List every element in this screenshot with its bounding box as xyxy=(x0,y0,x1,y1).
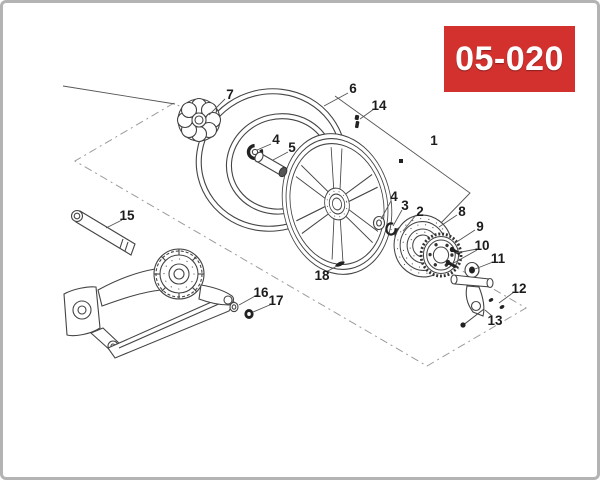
callout-label-4: 4 xyxy=(272,132,280,147)
final-drive-hub xyxy=(153,248,205,300)
balance-weight-part xyxy=(335,261,345,267)
callout-label-11: 11 xyxy=(491,251,506,266)
caliper-bracket-part xyxy=(450,274,494,317)
callout-label-18: 18 xyxy=(314,268,330,283)
callout-label-9: 9 xyxy=(476,219,484,234)
callout-label-4: 4 xyxy=(390,189,398,204)
valve-part xyxy=(354,114,360,129)
callout-label-1: 1 xyxy=(430,133,438,148)
callout-label-17: 17 xyxy=(268,293,283,308)
swingarm-part xyxy=(63,209,235,359)
callout-label-14: 14 xyxy=(371,98,387,113)
callout-label-8: 8 xyxy=(458,204,466,219)
callout-label-7: 7 xyxy=(226,87,234,102)
cush-drive-rubber-part xyxy=(176,97,222,143)
page-code-text: 05-020 xyxy=(455,39,564,78)
callout-label-15: 15 xyxy=(119,208,135,223)
callout-label-5: 5 xyxy=(288,140,296,155)
bushing-part xyxy=(464,261,480,279)
assembly-boundary-dashed-box xyxy=(74,102,527,367)
leader-line xyxy=(62,85,176,105)
sprocket-part xyxy=(419,232,463,278)
rear-wheel-part xyxy=(281,133,393,275)
page-code-badge: 05-020 xyxy=(444,26,575,92)
callout-label-10: 10 xyxy=(474,238,489,253)
nut-part xyxy=(244,309,254,319)
leader-lines xyxy=(105,92,515,317)
wheel-spokes xyxy=(295,147,379,261)
spacer-part xyxy=(254,151,288,178)
washer-part xyxy=(372,215,386,231)
circlip-part xyxy=(385,222,397,236)
callout-label-13: 13 xyxy=(487,313,503,328)
bolt-part xyxy=(445,246,461,269)
callout-label-3: 3 xyxy=(401,198,409,213)
callout-label-12: 12 xyxy=(511,281,526,296)
callout-label-2: 2 xyxy=(416,204,424,219)
axle-part xyxy=(70,209,136,256)
washer-part xyxy=(229,301,239,313)
callout-1-bracket xyxy=(334,95,471,225)
callout-label-6: 6 xyxy=(349,81,357,96)
adjuster-rod-part xyxy=(460,298,505,328)
callout-label-16: 16 xyxy=(253,285,269,300)
